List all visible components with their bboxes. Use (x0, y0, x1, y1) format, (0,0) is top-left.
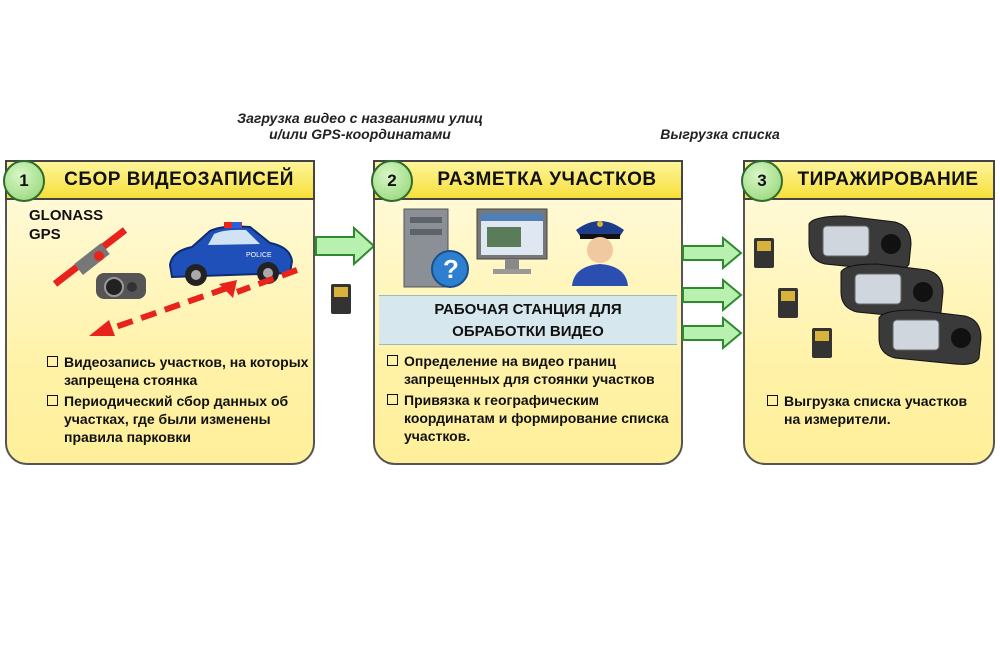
panel-header: 3 ТИРАЖИРОВАНИЕ (741, 160, 995, 202)
workstation-line2: ОБРАБОТКИ ВИДЕО (452, 323, 604, 340)
arrow-right-icon (682, 277, 743, 313)
export-caption: Выгрузка списка (660, 126, 780, 142)
police-car-icon: POLICE (168, 222, 294, 286)
bullet-list: Определение на видео границ запрещенных … (387, 352, 679, 448)
step-number: 2 (371, 160, 413, 202)
speed-camera-icon (840, 263, 944, 319)
arrow-right-icon (682, 315, 743, 351)
panel-area-marking: 2 РАЗМЕТКА УЧАСТКОВ ? РАБОЧАЯ СТАНЦИЯ ДЛ… (371, 160, 683, 465)
memory-card-icon (778, 288, 798, 318)
bullet-text: Периодический сбор данных об участках, г… (64, 393, 289, 445)
memory-card-icon (812, 328, 832, 358)
workstation-banner: РАБОЧАЯ СТАНЦИЯ ДЛЯ ОБРАБОТКИ ВИДЕО (379, 295, 677, 345)
bullet-item: Периодический сбор данных об участках, г… (47, 392, 309, 446)
gps-label: GPS (29, 226, 61, 243)
step-number: 1 (3, 160, 45, 202)
upload-caption: Загрузка видео с названиями улиц и/или G… (200, 110, 520, 142)
checkbox-icon (767, 395, 778, 406)
bullet-text: Определение на видео границ запрещенных … (404, 353, 655, 387)
checkbox-icon (47, 395, 58, 406)
panel-video-collection: 1 СБОР ВИДЕОЗАПИСЕЙ GLONASS GPS POLICE В… (3, 160, 315, 465)
bullet-item: Привязка к географическим координатам и … (387, 391, 679, 445)
memory-card-icon (331, 284, 351, 314)
bullet-item: Видеозапись участков, на которых запреще… (47, 353, 309, 389)
bullet-text: Выгрузка списка участков на измерители. (784, 393, 968, 427)
svg-text:?: ? (443, 254, 459, 284)
red-route-arrow (89, 267, 299, 336)
upload-caption-line2: и/или GPS-координатами (269, 126, 451, 142)
computer-tower-icon: ? (403, 208, 469, 288)
arrow-right-icon (315, 225, 376, 267)
bullet-list: Видеозапись участков, на которых запреще… (47, 353, 309, 449)
bullet-text: Привязка к географическим координатам и … (404, 392, 669, 444)
bullet-item: Выгрузка списка участков на измерители. (767, 392, 987, 428)
checkbox-icon (47, 356, 58, 367)
dashcam-icon (96, 273, 146, 299)
checkbox-icon (387, 394, 398, 405)
speed-camera-icon (878, 309, 982, 365)
panel-header: 2 РАЗМЕТКА УЧАСТКОВ (371, 160, 683, 202)
panel-title: ТИРАЖИРОВАНИЕ (797, 169, 979, 190)
gps-satellite-icon (52, 227, 128, 287)
monitor-icon (476, 208, 548, 274)
step-number: 3 (741, 160, 783, 202)
police-text: POLICE (246, 252, 272, 259)
bullet-text: Видеозапись участков, на которых запреще… (64, 354, 309, 388)
officer-icon (572, 221, 628, 286)
glonass-label: GLONASS (29, 207, 104, 224)
panel-header: 1 СБОР ВИДЕОЗАПИСЕЙ (3, 160, 315, 202)
panel-title: РАЗМЕТКА УЧАСТКОВ (437, 169, 657, 190)
bullet-item: Определение на видео границ запрещенных … (387, 352, 679, 388)
bullet-list: Выгрузка списка участков на измерители. (767, 392, 987, 431)
speed-camera-icon (808, 215, 912, 271)
workstation-line1: РАБОЧАЯ СТАНЦИЯ ДЛЯ (434, 301, 622, 318)
panel-replication: 3 ТИРАЖИРОВАНИЕ Выгрузка списка участков… (741, 160, 995, 465)
memory-card-icon (754, 238, 774, 268)
upload-caption-line1: Загрузка видео с названиями улиц (237, 110, 483, 126)
panel-title: СБОР ВИДЕОЗАПИСЕЙ (64, 169, 294, 190)
checkbox-icon (387, 355, 398, 366)
arrow-right-icon (682, 235, 743, 271)
